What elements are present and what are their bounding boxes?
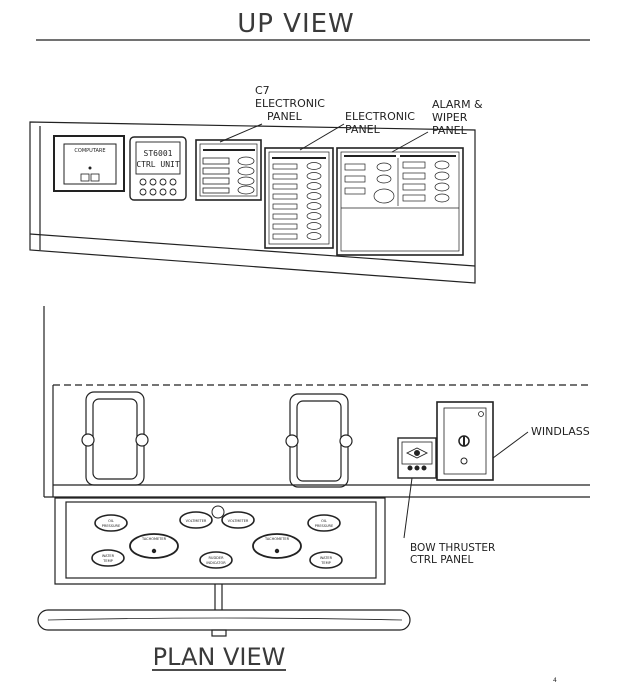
gauge-oil-pressure-left: OIL PRESSURE <box>94 514 128 532</box>
gauge-rudder-l2: INDICATOR <box>206 561 226 565</box>
gauge-oil-right-l2: PRESSURE <box>315 524 333 528</box>
callout-c7-line1: C7 <box>255 84 270 97</box>
compass-label: COMPUTARE <box>74 148 105 154</box>
alarm-wiper-panel <box>336 147 464 256</box>
callout-c7-line2: ELECTRONIC <box>255 97 325 110</box>
plan-view-title: PLAN VIEW <box>153 643 286 671</box>
helm-wheel-base <box>37 584 411 637</box>
bow-thruster-panel <box>397 437 437 479</box>
gauge-water-left-l1: WATER <box>102 554 115 558</box>
gauge-oil-left-l2: PRESSURE <box>102 524 120 528</box>
gauge-oil-right-l1: OIL <box>321 519 327 523</box>
plan-console-outline <box>43 306 590 498</box>
gauge-water-right-l2: TEMP <box>320 561 330 565</box>
middle-mount-bracket <box>285 393 353 488</box>
gauge-water-temp-left: WATER TEMP <box>91 549 125 567</box>
control-unit-line2: CTRL UNIT <box>136 160 180 169</box>
gauge-tachometer-left: TACHOMETER <box>129 533 179 559</box>
gauge-tach-left-text: TACHOMETER <box>141 537 167 541</box>
up-view-title: UP VIEW <box>237 9 355 39</box>
corner-mark: 4 <box>553 677 557 684</box>
callout-electronic: ELECTRONIC PANEL <box>299 110 415 151</box>
gauge-tach-right-text: TACHOMETER <box>264 537 290 541</box>
callout-bow-line1: BOW THRUSTER <box>410 542 495 554</box>
gauge-rudder-indicator: RUDDER INDICATOR <box>199 551 233 569</box>
callout-alarm-wiper: ALARM & WIPER PANEL <box>391 98 483 153</box>
electronic-panel <box>264 147 334 249</box>
callout-bow-thruster: BOW THRUSTER CTRL PANEL <box>403 477 495 566</box>
callout-c7-line3: PANEL <box>267 110 303 123</box>
callout-c7: C7 ELECTRONIC PANEL <box>219 84 325 143</box>
gauge-tachometer-right: TACHOMETER <box>252 533 302 559</box>
windlass-switch <box>436 401 494 481</box>
gauge-water-temp-right: WATER TEMP <box>309 551 343 569</box>
gauge-voltmeter-left: VOLTMETER <box>179 511 213 529</box>
gauge-panel <box>54 497 386 585</box>
c7-electronic-panel <box>195 139 262 201</box>
compass-instrument: COMPUTARE <box>53 135 125 192</box>
gauge-oil-pressure-right: OIL PRESSURE <box>307 514 341 532</box>
gauge-volt-right-text: VOLTMETER <box>228 519 249 523</box>
st6001-control-unit: ST6001 CTRL UNIT <box>129 136 187 201</box>
gauge-oil-left-l1: OIL <box>108 519 114 523</box>
gauge-water-right-l1: WATER <box>320 556 333 560</box>
callout-alarm-line1: ALARM & <box>432 98 483 111</box>
callout-windlass-text: WINDLASS <box>531 425 590 438</box>
compass-dot <box>88 166 92 170</box>
left-mount-bracket <box>81 391 149 486</box>
callout-alarm-line3: PANEL <box>432 124 468 137</box>
callout-electronic-line1: ELECTRONIC <box>345 110 415 123</box>
upper-dash-panel <box>29 121 476 284</box>
gauge-water-left-l2: TEMP <box>102 559 112 563</box>
callout-windlass: WINDLASS <box>492 425 590 459</box>
gauge-volt-left-text: VOLTMETER <box>186 519 207 523</box>
control-unit-line1: ST6001 <box>144 149 173 158</box>
callout-bow-line2: CTRL PANEL <box>410 554 474 566</box>
callout-electronic-line2: PANEL <box>345 123 381 136</box>
gauge-rudder-l1: RUDDER <box>208 556 224 560</box>
callout-alarm-line2: WIPER <box>432 111 468 124</box>
gauge-voltmeter-right: VOLTMETER <box>221 511 255 529</box>
